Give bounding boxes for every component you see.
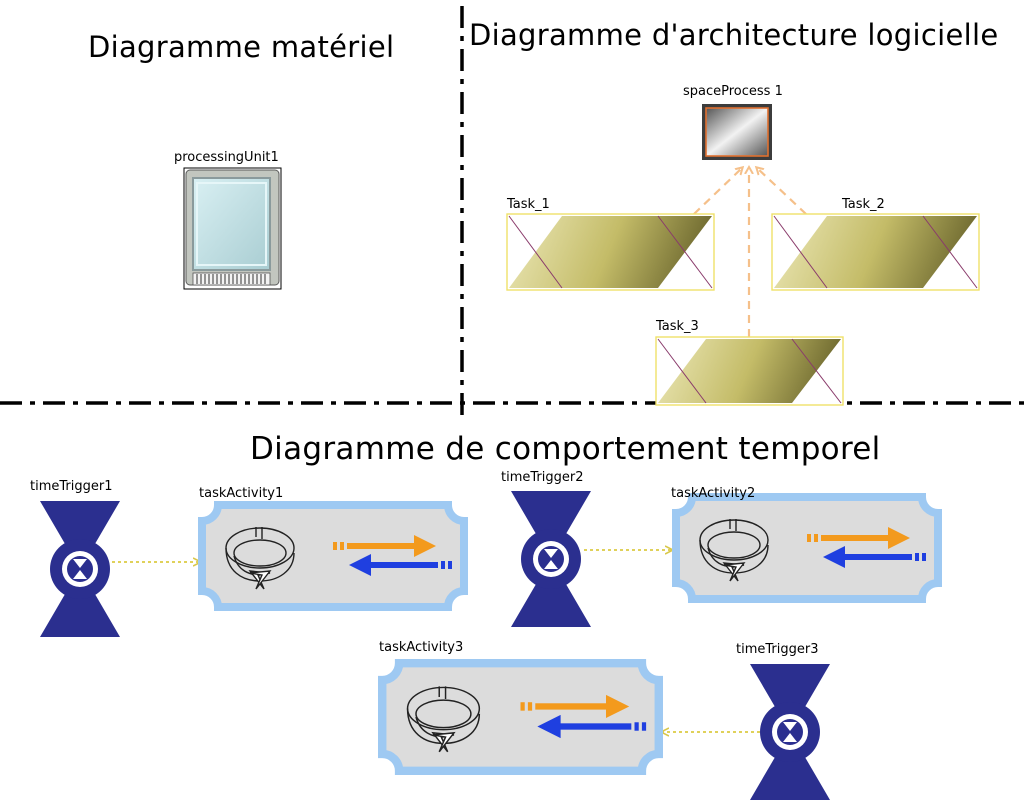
time-trigger-3-label: timeTrigger3 xyxy=(736,642,819,657)
space-process-icon[interactable] xyxy=(702,104,772,160)
time-trigger-2-icon[interactable] xyxy=(511,491,591,627)
hardware-diagram-title: Diagramme matériel xyxy=(88,30,395,64)
space-process-label: spaceProcess 1 xyxy=(683,84,783,99)
task-activity-2-icon[interactable] xyxy=(676,497,938,599)
processing-unit-label: processingUnit1 xyxy=(174,150,279,165)
task-3-icon[interactable] xyxy=(655,336,844,406)
trigger-links xyxy=(112,550,760,732)
time-trigger-2-label: timeTrigger2 xyxy=(501,470,584,485)
software-diagram-title: Diagramme d'architecture logicielle xyxy=(469,18,999,52)
task-2-icon[interactable] xyxy=(771,213,980,291)
time-trigger-1-label: timeTrigger1 xyxy=(30,479,113,494)
task-1-label: Task_1 xyxy=(507,197,550,212)
task-1-icon[interactable] xyxy=(506,213,715,291)
task-activity-2-label: taskActivity2 xyxy=(671,486,756,501)
temporal-diagram-title: Diagramme de comportement temporel xyxy=(250,431,881,467)
dependency-arrows xyxy=(693,168,807,337)
time-trigger-3-icon[interactable] xyxy=(750,664,830,800)
task-activity-1-label: taskActivity1 xyxy=(199,486,284,501)
task-activity-3-label: taskActivity3 xyxy=(379,640,464,655)
task-3-label: Task_3 xyxy=(656,319,699,334)
task-activity-1-icon[interactable] xyxy=(202,505,464,607)
processing-unit-icon[interactable] xyxy=(183,167,282,290)
task-activity-3-icon[interactable] xyxy=(382,663,659,771)
task-2-label: Task_2 xyxy=(842,197,885,212)
time-trigger-1-icon[interactable] xyxy=(40,501,120,637)
